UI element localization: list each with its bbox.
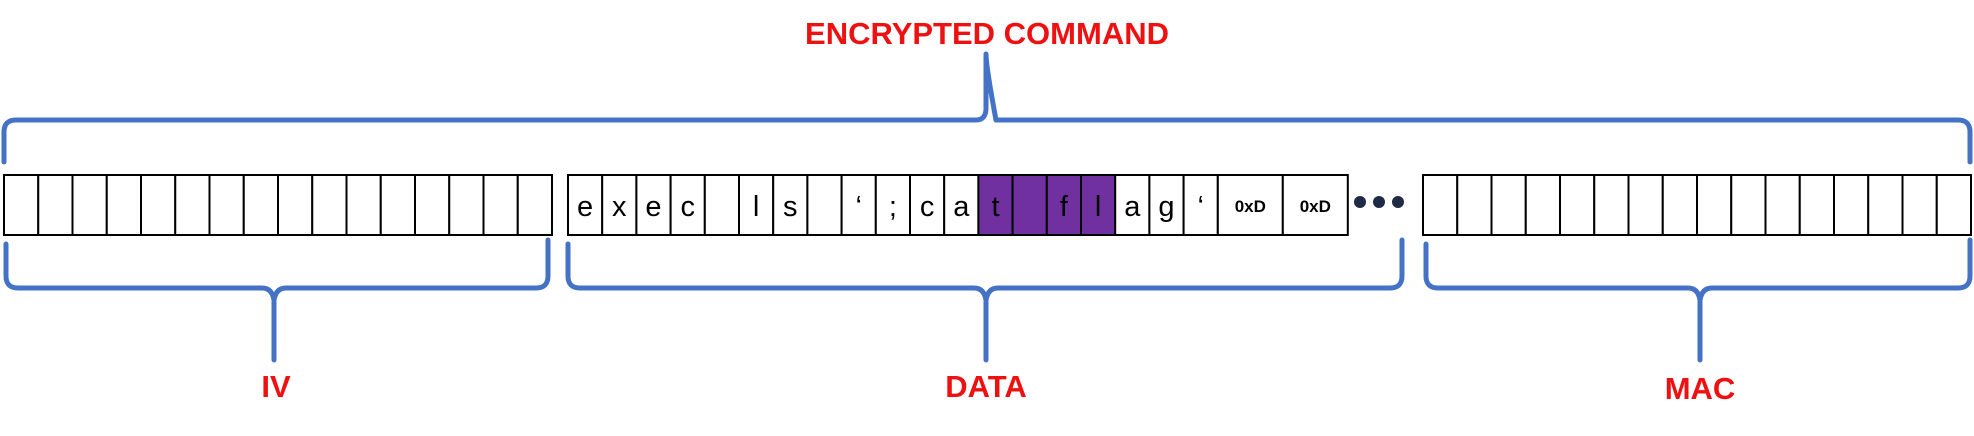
data-cell [909,174,946,236]
ellipsis-icon [1354,196,1404,208]
data-cell [874,174,911,236]
mac-cell [1559,174,1596,236]
data-cell-text: ; [889,191,897,223]
iv-cell [3,174,40,236]
iv-cells [3,174,553,236]
encrypted-command-label: ENCRYPTED COMMAND [805,16,1169,51]
data-cell [567,174,604,236]
iv-cell [277,174,314,236]
mac-cell [1456,174,1493,236]
iv-cell [37,174,74,236]
data-cell [840,174,877,236]
iv-cell [379,174,416,236]
mac-cell [1696,174,1733,236]
mac-cell [1661,174,1698,236]
data-cell-text: l [753,191,759,223]
data-cell [635,174,672,236]
iv-cell [311,174,348,236]
data-cell [738,174,775,236]
mac-brace [1423,237,1973,363]
data-cell-text: c [920,191,935,223]
data-cell-text: l [1095,191,1101,223]
iv-cell [140,174,177,236]
data-cell-highlighted [1045,174,1083,236]
data-cell-text: t [991,191,999,223]
mac-cell [1593,174,1630,236]
iv-cell [448,174,485,236]
mac-cell [1764,174,1801,236]
data-cell-text: ‘ [855,191,861,223]
data-label: DATA [945,369,1027,404]
iv-cell [71,174,108,236]
data-cell [943,174,980,236]
mac-cell [1730,174,1767,236]
data-cell-text: e [577,191,593,223]
mac-cell [1798,174,1835,236]
mac-cell [1867,174,1904,236]
data-cell-text: ‘ [1197,191,1203,223]
data-cell-text: 0xD [1300,197,1331,216]
data-cell-text: e [645,191,661,223]
mac-label: MAC [1665,371,1736,406]
encrypted-command-brace [1,51,1973,165]
data-cell [1114,174,1151,236]
data-cell-text: 0xD [1235,197,1266,216]
mac-cell [1490,174,1527,236]
mac-cell [1627,174,1664,236]
data-cell-text: f [1060,191,1069,223]
data-cell [1216,174,1284,236]
data-cell [1182,174,1219,236]
data-cell-text: a [953,191,970,223]
iv-cell [174,174,211,236]
data-cell [601,174,638,236]
mac-cell [1833,174,1870,236]
data-cell [703,174,740,236]
data-cell [1281,174,1349,236]
data-cell-text: c [680,191,695,223]
data-cell-text: g [1158,191,1174,223]
iv-cell [208,174,245,236]
iv-cell [105,174,142,236]
data-cell-highlighted [1080,174,1117,236]
mac-cells [1422,174,1972,236]
iv-cell [345,174,382,236]
data-cell-text: x [612,191,627,223]
iv-cell [516,174,553,236]
data-cell-text: s [783,191,798,223]
iv-label: IV [261,369,291,404]
data-cell-highlighted [1011,174,1048,236]
mac-cell [1422,174,1459,236]
data-cell-text: a [1124,191,1141,223]
iv-cell [414,174,451,236]
data-cell [806,174,843,236]
iv-brace [3,237,551,363]
mac-cell [1524,174,1561,236]
data-brace [565,237,1405,363]
iv-cell [242,174,279,236]
mac-cell [1901,174,1938,236]
mac-cell [1935,174,1972,236]
iv-cell [482,174,519,236]
